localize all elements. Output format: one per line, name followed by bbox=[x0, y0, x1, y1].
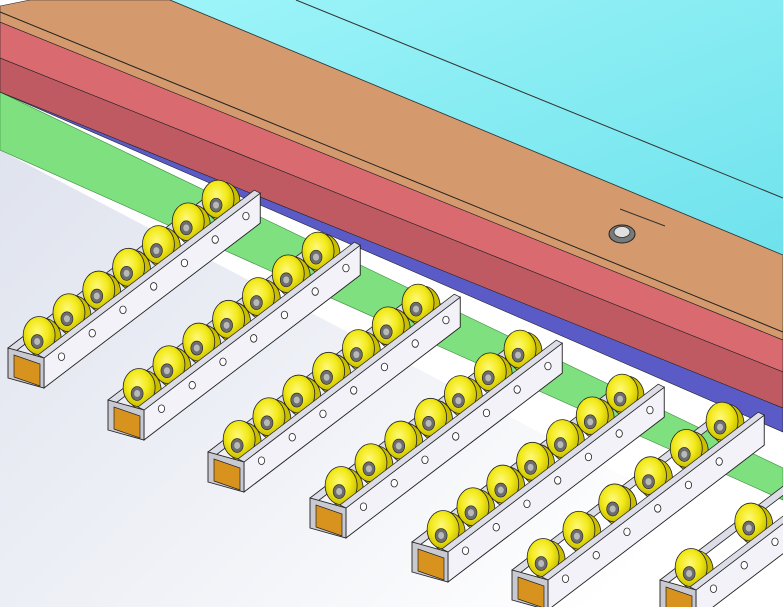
mounting-hole bbox=[280, 310, 289, 320]
mounting-hole bbox=[709, 584, 718, 593]
mounting-hole bbox=[288, 433, 296, 442]
mounting-hole bbox=[584, 452, 593, 462]
mounting-hole bbox=[421, 455, 429, 465]
roller bbox=[444, 375, 483, 418]
mounting-hole bbox=[592, 551, 600, 560]
mounting-hole bbox=[350, 386, 358, 395]
end-block bbox=[417, 548, 445, 581]
mounting-hole bbox=[188, 381, 196, 390]
mounting-hole bbox=[715, 457, 723, 466]
rail-2 bbox=[107, 231, 361, 441]
mounting-hole bbox=[311, 287, 319, 296]
mounting-hole bbox=[180, 258, 189, 268]
mounting-hole bbox=[623, 527, 631, 537]
roller bbox=[354, 443, 394, 487]
mounting-hole bbox=[482, 408, 491, 418]
mounting-hole bbox=[461, 546, 470, 555]
cyan-panel-edge bbox=[169, 0, 783, 256]
mounting-hole bbox=[342, 263, 350, 273]
mounting-hole bbox=[684, 480, 693, 490]
mounting-hole bbox=[390, 479, 398, 488]
mounting-hole bbox=[119, 305, 127, 315]
mounting-hole bbox=[88, 329, 96, 338]
mounting-hole bbox=[242, 211, 250, 221]
roller bbox=[456, 487, 496, 531]
red-beam-face bbox=[0, 57, 783, 409]
mounting-hole bbox=[250, 334, 258, 343]
mounting-hole bbox=[257, 456, 266, 465]
rail-3 bbox=[207, 283, 461, 493]
orange-beam-edge-line bbox=[0, 11, 783, 333]
mounting-hole bbox=[554, 476, 562, 485]
roller-rails bbox=[7, 179, 783, 607]
orange-beam bbox=[0, 0, 783, 341]
mounting-hole bbox=[57, 352, 66, 361]
mounting-hole bbox=[452, 432, 460, 441]
end-block bbox=[517, 576, 545, 607]
roller bbox=[282, 374, 322, 418]
cyan-panel-line bbox=[295, 0, 783, 199]
mounting-hole bbox=[654, 504, 662, 513]
mounting-hole bbox=[646, 405, 654, 415]
end-block bbox=[665, 586, 693, 607]
end-block bbox=[13, 354, 41, 387]
mounting-hole bbox=[359, 502, 368, 511]
end-block bbox=[315, 504, 343, 537]
rail-6 bbox=[511, 401, 765, 607]
bolt-head-icon bbox=[608, 208, 666, 244]
mounting-hole bbox=[157, 404, 166, 413]
end-block bbox=[213, 458, 241, 491]
mounting-hole bbox=[544, 361, 552, 371]
mounting-hole bbox=[740, 561, 748, 570]
mounting-hole bbox=[211, 235, 219, 244]
rail-4 bbox=[309, 329, 563, 539]
roller bbox=[182, 322, 222, 366]
mounting-hole bbox=[319, 409, 327, 419]
mounting-hole bbox=[380, 362, 389, 372]
mounting-hole bbox=[513, 385, 521, 394]
mounting-hole bbox=[771, 537, 779, 547]
rail-5 bbox=[411, 373, 665, 583]
mounting-hole bbox=[492, 523, 500, 532]
mounting-hole bbox=[561, 574, 570, 583]
mounting-hole bbox=[615, 429, 623, 438]
mounting-hole bbox=[411, 339, 419, 348]
rail-7 bbox=[659, 485, 783, 607]
cyan-panel bbox=[140, 0, 783, 255]
mounting-hole bbox=[219, 357, 227, 367]
rail-1 bbox=[7, 179, 261, 389]
end-block bbox=[113, 406, 141, 439]
mounting-hole bbox=[523, 499, 531, 509]
mounting-hole bbox=[150, 282, 158, 291]
mounting-hole bbox=[442, 315, 450, 325]
